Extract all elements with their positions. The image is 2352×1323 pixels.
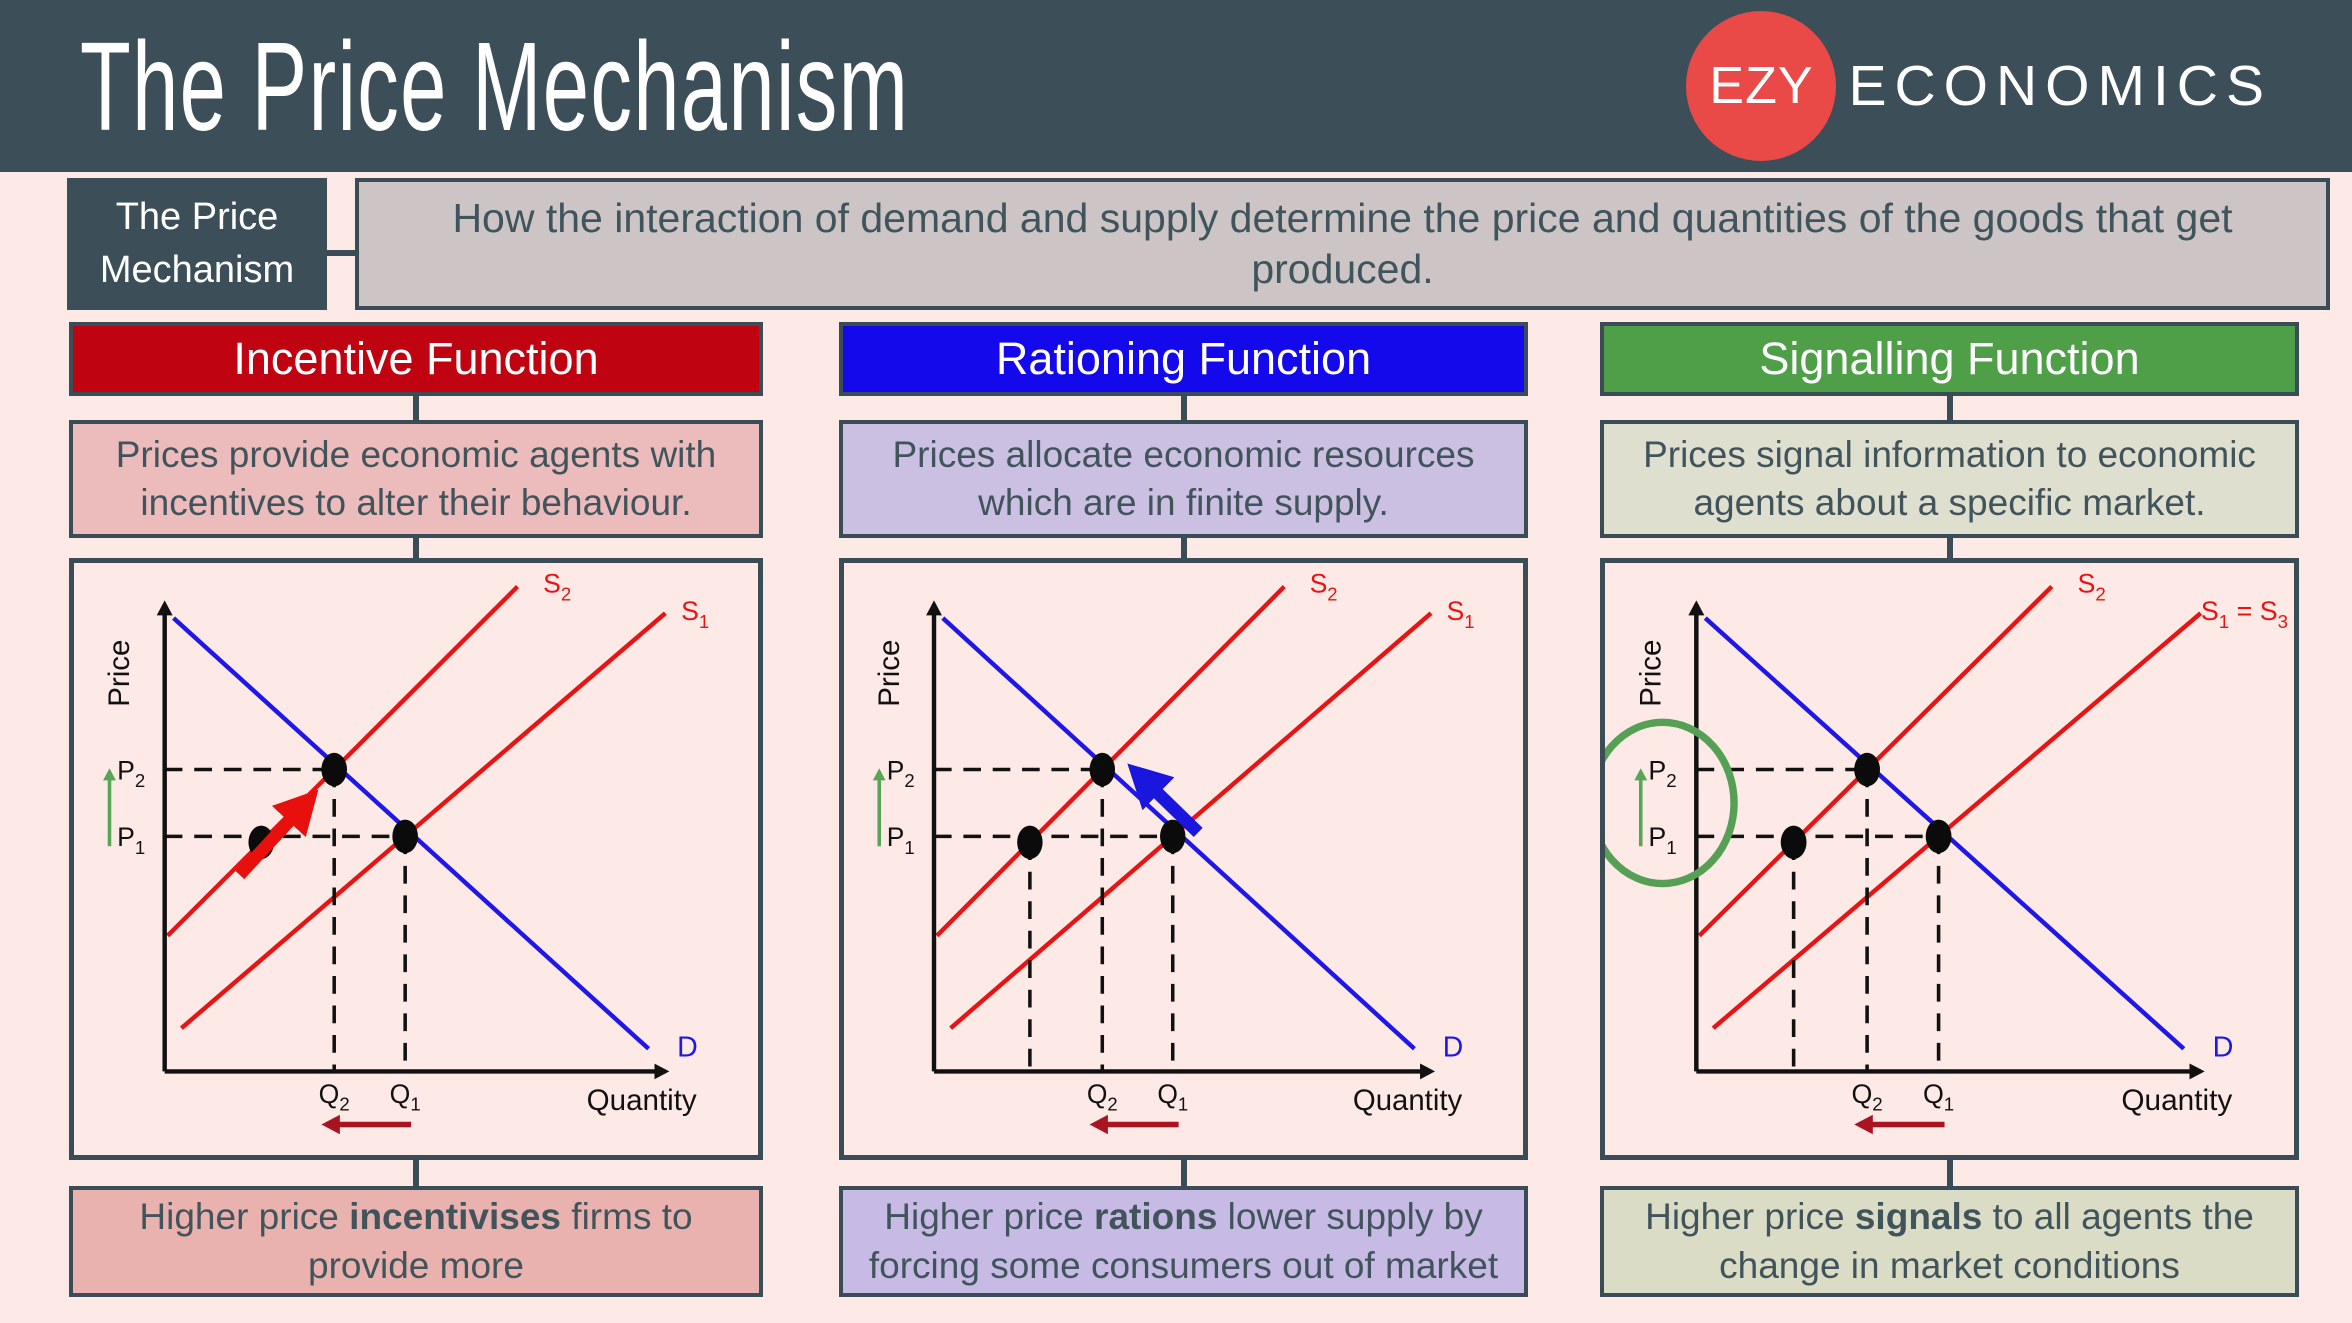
label-s2: S2 (1310, 568, 1338, 604)
connector-description-chart (1180, 536, 1187, 560)
definition-connector (327, 250, 357, 256)
label-d: D (1443, 1032, 1463, 1064)
logo-brand-text: ECONOMICS (1848, 54, 2272, 118)
label-quantity: Quantity (2121, 1084, 2232, 1117)
conclusion-box: Higher price incentivises firms to provi… (69, 1186, 763, 1297)
definition-text: How the interaction of demand and supply… (452, 194, 2233, 292)
connector-chart-conclusion (1180, 1158, 1187, 1186)
label-s1: S1 = S3 (2201, 596, 2288, 632)
reference-dot-s2 (1017, 825, 1043, 859)
label-q2: Q2 (319, 1079, 350, 1115)
equilibrium-dot-new (321, 752, 348, 787)
description-text: Prices signal information to economic ag… (1643, 433, 2256, 523)
label-quantity: Quantity (587, 1084, 697, 1117)
label-price: Price (103, 640, 136, 707)
label-s2: S2 (2078, 569, 2106, 605)
page-title: The Price Mechanism (80, 15, 910, 157)
connector-description-chart (1946, 536, 1953, 560)
function-header-label: Incentive Function (233, 333, 599, 384)
label-q1: Q1 (1923, 1079, 1954, 1115)
brand-logo: EZY ECONOMICS (1686, 0, 2272, 172)
label-s1: S1 (1447, 596, 1475, 632)
connector-header-description (413, 396, 419, 422)
description-text: Prices allocate economic resources which… (892, 433, 1475, 523)
function-header-signalling: Signalling Function (1600, 322, 2299, 396)
conclusion-box: Higher price signals to all agents the c… (1600, 1186, 2299, 1297)
conclusion-text: Higher price rations lower supply by for… (868, 1196, 1499, 1286)
supply-curve-s1 (179, 611, 667, 1030)
connector-chart-conclusion (1946, 1158, 1953, 1186)
definition-term-box: The Price Mechanism (67, 178, 327, 310)
label-price: Price (873, 640, 906, 707)
description-box: Prices signal information to economic ag… (1600, 420, 2299, 538)
conclusion-box: Higher price rations lower supply by for… (839, 1186, 1528, 1297)
logo-ezy-text: EZY (1709, 57, 1814, 115)
function-header-label: Rationing Function (995, 333, 1372, 384)
function-header-rationing: Rationing Function (839, 322, 1528, 396)
label-p2: P2 (1648, 755, 1676, 791)
label-p2: P2 (117, 755, 145, 791)
label-d: D (2213, 1032, 2234, 1064)
movement-arrow (234, 789, 319, 880)
label-s1: S1 (681, 596, 709, 632)
equilibrium-dot-initial (1925, 819, 1952, 854)
label-p1: P1 (1648, 822, 1676, 858)
equilibrium-dot-new (1854, 752, 1881, 787)
connector-header-description (1946, 396, 1953, 422)
movement-arrow (1127, 763, 1203, 838)
label-p1: P1 (887, 822, 915, 858)
supply-curve-s1 (1711, 611, 2203, 1030)
logo-circle: EZY (1686, 11, 1837, 161)
description-box: Prices allocate economic resources which… (839, 420, 1528, 538)
conclusion-text: Higher price incentivises firms to provi… (139, 1196, 693, 1286)
connector-header-description (1180, 396, 1187, 422)
label-d: D (677, 1032, 698, 1064)
column-signalling: Signalling Function Prices signal inform… (1600, 322, 2299, 1297)
definition-term-text: The Price Mechanism (99, 195, 295, 291)
label-s2: S2 (543, 569, 571, 605)
definition-text-box: How the interaction of demand and supply… (355, 178, 2330, 310)
label-q2: Q2 (1851, 1079, 1882, 1115)
equilibrium-dot-initial (1160, 819, 1186, 854)
label-p1: P1 (117, 822, 145, 858)
description-text: Prices provide economic agents with ince… (115, 433, 717, 523)
function-header-label: Signalling Function (1759, 333, 2140, 384)
function-header-incentive: Incentive Function (69, 322, 763, 396)
conclusion-text: Higher price signals to all agents the c… (1645, 1196, 2254, 1286)
reference-dot-s2 (1780, 825, 1807, 859)
label-p2: P2 (887, 755, 915, 791)
label-price: Price (1634, 640, 1667, 707)
highlight-circle (1605, 718, 1738, 888)
header-bar: The Price Mechanism EZY ECONOMICS (0, 0, 2352, 172)
equilibrium-dot-initial (392, 819, 418, 854)
description-box: Prices provide economic agents with ince… (69, 420, 763, 538)
label-q1: Q1 (390, 1079, 421, 1115)
label-quantity: Quantity (1353, 1084, 1463, 1117)
connector-description-chart (413, 536, 419, 560)
column-rationing: Rationing Function Prices allocate econo… (839, 322, 1528, 1297)
label-q2: Q2 (1087, 1079, 1118, 1115)
column-incentive: Incentive Function Prices provide econom… (69, 322, 763, 1297)
connector-chart-conclusion (413, 1158, 419, 1186)
label-q1: Q1 (1157, 1079, 1188, 1115)
equilibrium-dot-new (1089, 752, 1116, 787)
